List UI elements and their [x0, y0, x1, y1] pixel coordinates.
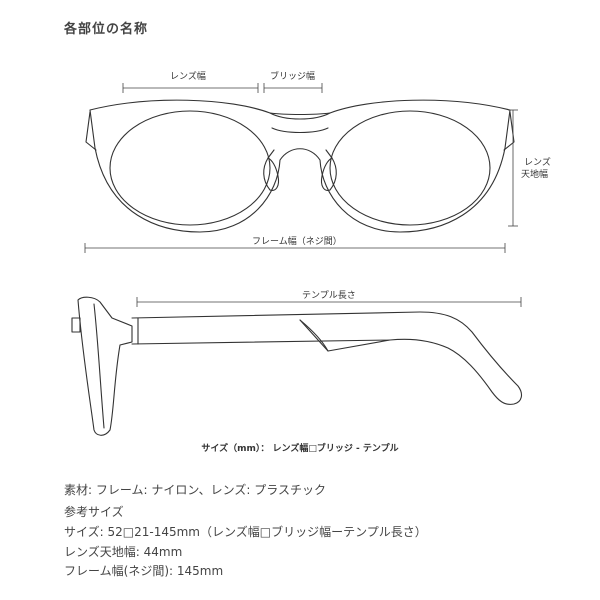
left-lens: [109, 110, 271, 226]
lens-height-label-line1: レンズ: [522, 155, 553, 168]
glasses-side-view: [71, 296, 523, 436]
nose-pad-left: [263, 157, 280, 191]
right-lens: [329, 110, 491, 226]
spec-reference-heading: 参考サイズ: [64, 505, 124, 519]
spec-size: サイズ: 52□21-145mm（レンズ幅□ブリッジ幅ーテンプル長さ）: [64, 525, 427, 539]
frame-width-label: フレーム幅（ネジ間）: [250, 234, 344, 247]
temple: [131, 311, 523, 405]
spec-frame-width: フレーム幅(ネジ間): 145mm: [64, 564, 224, 578]
page-title: 各部位の名称: [64, 22, 149, 37]
glasses-front-view: [85, 99, 515, 233]
size-caption: サイズ（mm）： レンズ幅□ブリッジ - テンプル: [201, 444, 399, 454]
spec-lens-height: レンズ天地幅: 44mm: [64, 545, 183, 559]
spec-material: 素材: フレーム: ナイロン、レンズ: プラスチック: [64, 483, 327, 497]
frame-outline: [89, 99, 511, 233]
front-rim-side: [77, 296, 133, 436]
nose-pad-right: [320, 157, 337, 191]
temple-length-label: テンプル長さ: [300, 288, 358, 301]
bridge-width-label: ブリッジ幅: [268, 69, 318, 82]
lens-height-label-line2: 天地幅: [519, 167, 551, 180]
lens-width-label: レンズ幅: [168, 69, 208, 82]
